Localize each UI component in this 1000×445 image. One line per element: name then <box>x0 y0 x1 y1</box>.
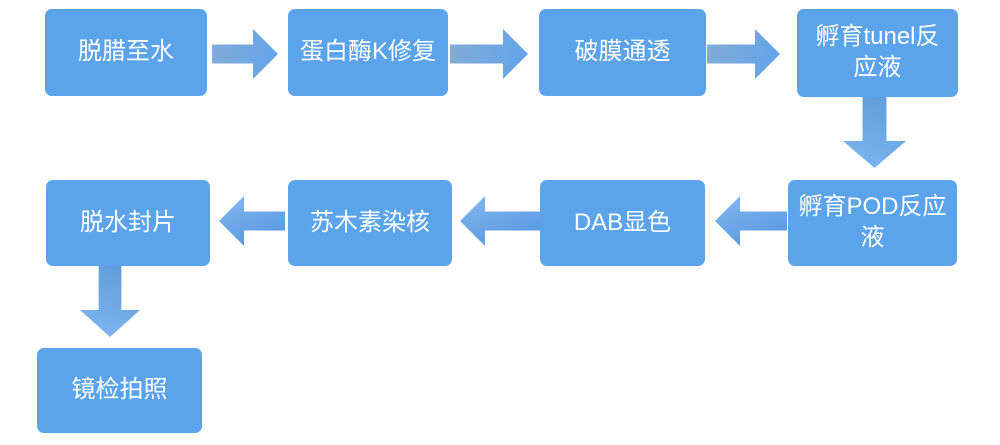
flow-step-incubate-pod-reaction: 孵育POD反应液 <box>788 180 957 266</box>
flow-step-dehydrate-and-mount: 脱水封片 <box>46 180 210 266</box>
flow-step-dab-color-development: DAB显色 <box>540 180 705 266</box>
flow-step-label: 蛋白酶K修复 <box>299 38 436 66</box>
arrow-down-step8-to-step9-icon <box>80 266 140 337</box>
flow-step-label: 孵育POD反应液 <box>798 193 947 251</box>
flow-step-label: 破膜通透 <box>574 38 671 66</box>
flow-step-microscopy-photography: 镜检拍照 <box>37 348 202 433</box>
arrow-left-step7-to-step8-icon <box>219 196 285 246</box>
flow-step-label: 镜检拍照 <box>71 376 168 404</box>
flow-step-membrane-permeabilization: 破膜通透 <box>539 9 706 96</box>
arrow-left-step6-to-step7-icon <box>460 196 540 246</box>
flow-step-hematoxylin-nuclear-stain: 苏木素染核 <box>288 180 452 266</box>
arrow-left-step5-to-step6-icon <box>715 196 787 246</box>
flow-step-label: 苏木素染核 <box>310 208 430 236</box>
flow-step-proteinase-k-repair: 蛋白酶K修复 <box>288 9 448 96</box>
flow-step-label: 孵育tunel反应液 <box>815 23 940 81</box>
flow-step-label: 脱水封片 <box>80 208 176 236</box>
flow-step-dewax-to-water: 脱腊至水 <box>45 9 207 96</box>
flow-step-label: DAB显色 <box>573 208 672 236</box>
flow-step-incubate-tunel-reaction: 孵育tunel反应液 <box>797 9 958 97</box>
arrow-right-step1-to-step2-icon <box>212 29 278 79</box>
arrow-down-step4-to-step5-icon <box>843 97 906 168</box>
arrow-right-step3-to-step4-icon <box>707 29 780 79</box>
flow-step-label: 脱腊至水 <box>78 38 174 66</box>
arrow-right-step2-to-step3-icon <box>450 29 528 79</box>
